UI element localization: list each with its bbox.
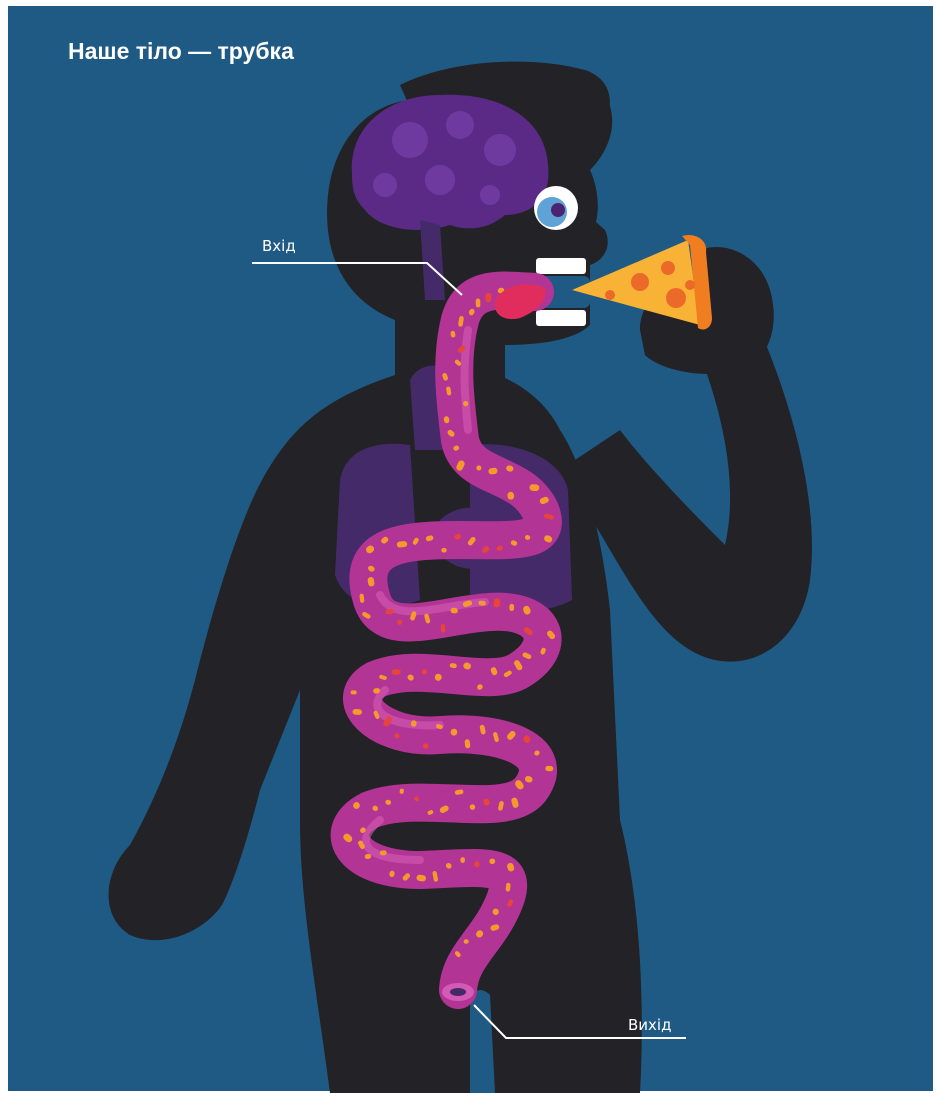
entry-label-text: Вхід bbox=[262, 237, 296, 255]
food-piece bbox=[392, 669, 401, 675]
food-piece bbox=[460, 857, 465, 863]
food-piece bbox=[380, 850, 387, 855]
food-piece bbox=[509, 604, 514, 611]
lower-teeth bbox=[536, 310, 586, 326]
food-piece bbox=[545, 766, 553, 772]
food-piece bbox=[352, 709, 362, 715]
food-piece bbox=[351, 690, 357, 694]
eye-icon bbox=[534, 186, 578, 230]
exit-label-text: Вихід bbox=[628, 1016, 671, 1034]
food-piece bbox=[476, 298, 481, 307]
food-piece bbox=[485, 293, 491, 303]
food-piece bbox=[441, 624, 446, 633]
diagram-title: Наше тіло — трубка bbox=[68, 38, 294, 64]
upper-teeth bbox=[536, 258, 586, 274]
